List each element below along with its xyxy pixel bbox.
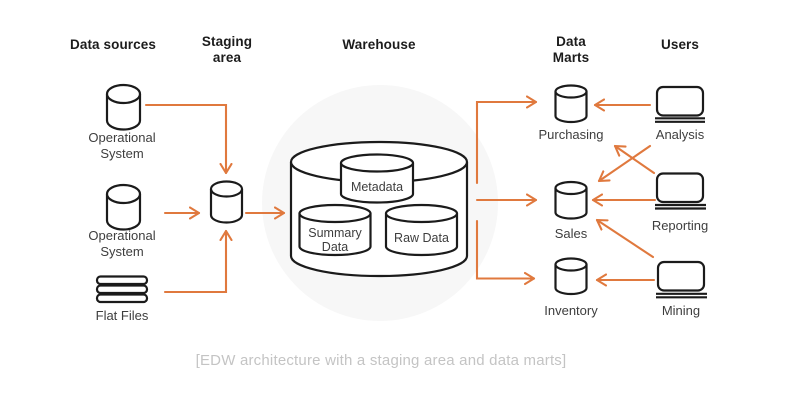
label-purchasing: Purchasing <box>538 127 604 142</box>
computer-icon-mining <box>656 260 707 299</box>
label-metadata: Metadata <box>350 180 404 194</box>
database-icon-inventory <box>554 257 588 296</box>
flow-arrows <box>144 102 657 294</box>
diagram-caption: [EDW architecture with a staging area an… <box>195 352 567 369</box>
computer-icon-analysis <box>655 85 705 123</box>
label-operational-system-1: Operational System <box>88 130 156 161</box>
label-inventory: Inventory <box>544 303 598 318</box>
header-staging-area: Staging area <box>201 34 253 65</box>
label-analysis: Analysis <box>655 127 705 142</box>
label-sales: Sales <box>554 226 588 241</box>
arrow-warehouse-to-inventory <box>475 219 536 279</box>
label-mining: Mining <box>661 303 701 318</box>
database-icon-summary-data <box>298 203 372 257</box>
database-icon-purchasing <box>554 84 588 124</box>
arrow-reporting-to-purchasing <box>613 144 656 175</box>
database-icon-staging <box>209 180 244 224</box>
database-icon-metadata <box>339 153 415 204</box>
flat-files-icon <box>95 275 149 304</box>
database-icon-operational-system-1 <box>105 83 142 131</box>
label-summary-data: Summary Data <box>308 226 362 254</box>
database-icon-raw-data <box>384 203 459 257</box>
header-warehouse: Warehouse <box>342 37 416 52</box>
header-users: Users <box>660 37 700 52</box>
arrow-flatfiles-to-staging <box>163 229 226 294</box>
header-data-marts: Data Marts <box>552 34 590 65</box>
label-flat-files: Flat Files <box>95 308 149 323</box>
header-data-sources: Data sources <box>70 37 156 52</box>
label-reporting: Reporting <box>651 218 709 233</box>
arrow-warehouse-to-purchasing <box>475 102 538 185</box>
label-operational-system-2: Operational System <box>88 228 156 259</box>
computer-icon-reporting <box>655 172 706 210</box>
database-icon-operational-system-2 <box>105 183 142 231</box>
arrow-analysis-to-sales <box>597 144 652 183</box>
arrow-opsys1-to-staging <box>144 103 226 175</box>
arrow-mining-to-sales <box>595 218 655 259</box>
database-icon-sales <box>554 180 588 220</box>
label-raw-data: Raw Data <box>394 231 449 245</box>
